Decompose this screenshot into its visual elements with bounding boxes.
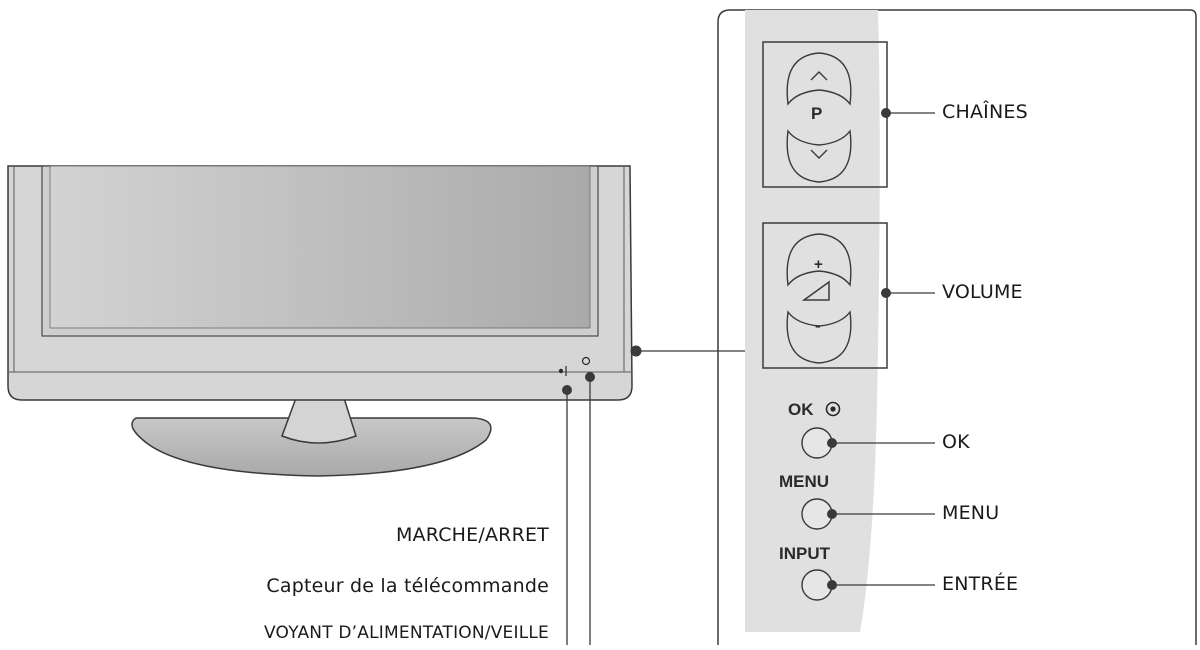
volume-up-button[interactable] — [786, 233, 852, 287]
tv-screen — [49, 165, 591, 329]
callout-dot-channels — [881, 108, 891, 118]
ok-button-label: OK — [788, 400, 814, 419]
tv-stand-neck — [281, 397, 357, 444]
volume-minus-symbol: - — [815, 316, 821, 335]
chevron-up-icon — [810, 71, 828, 81]
label-channels: CHAÎNES — [942, 101, 1028, 123]
label-ok: OK — [942, 431, 970, 453]
tv-leader-lines — [566, 350, 745, 645]
side-panel — [717, 9, 1197, 645]
callout-dot-input — [827, 580, 837, 590]
side-panel-frame — [717, 9, 1197, 645]
remote-sensor-window — [581, 356, 591, 366]
label-menu: MENU — [942, 502, 1000, 524]
channel-down-button[interactable] — [786, 129, 852, 183]
callout-dot-volume — [881, 288, 891, 298]
input-button-label: INPUT — [779, 544, 830, 563]
callout-dot-ok — [827, 438, 837, 448]
label-volume: VOLUME — [942, 281, 1023, 303]
panel-leader-lines — [832, 112, 935, 586]
target-ring-icon — [825, 401, 841, 417]
channel-up-button[interactable] — [786, 52, 852, 106]
label-input: ENTRÉE — [942, 573, 1019, 595]
chevron-down-icon — [810, 149, 828, 159]
target-ring-center — [830, 406, 836, 412]
callout-dot-menu — [827, 509, 837, 519]
power-led-dot — [558, 368, 564, 374]
tv-stand-base — [131, 417, 492, 477]
tv-illustration — [7, 165, 642, 477]
volume-wedge-icon — [801, 280, 830, 301]
menu-button-label: MENU — [779, 472, 830, 491]
volume-plus-symbol: + — [814, 256, 823, 273]
program-symbol: P — [811, 104, 823, 123]
label-power: MARCHE/ARRET — [395, 524, 549, 546]
volume-down-button[interactable] — [786, 310, 852, 364]
label-remote-sensor: Capteur de la télécommande — [266, 575, 549, 597]
label-power-led: VOYANT D’ALIMENTATION/VEILLE — [264, 623, 549, 643]
